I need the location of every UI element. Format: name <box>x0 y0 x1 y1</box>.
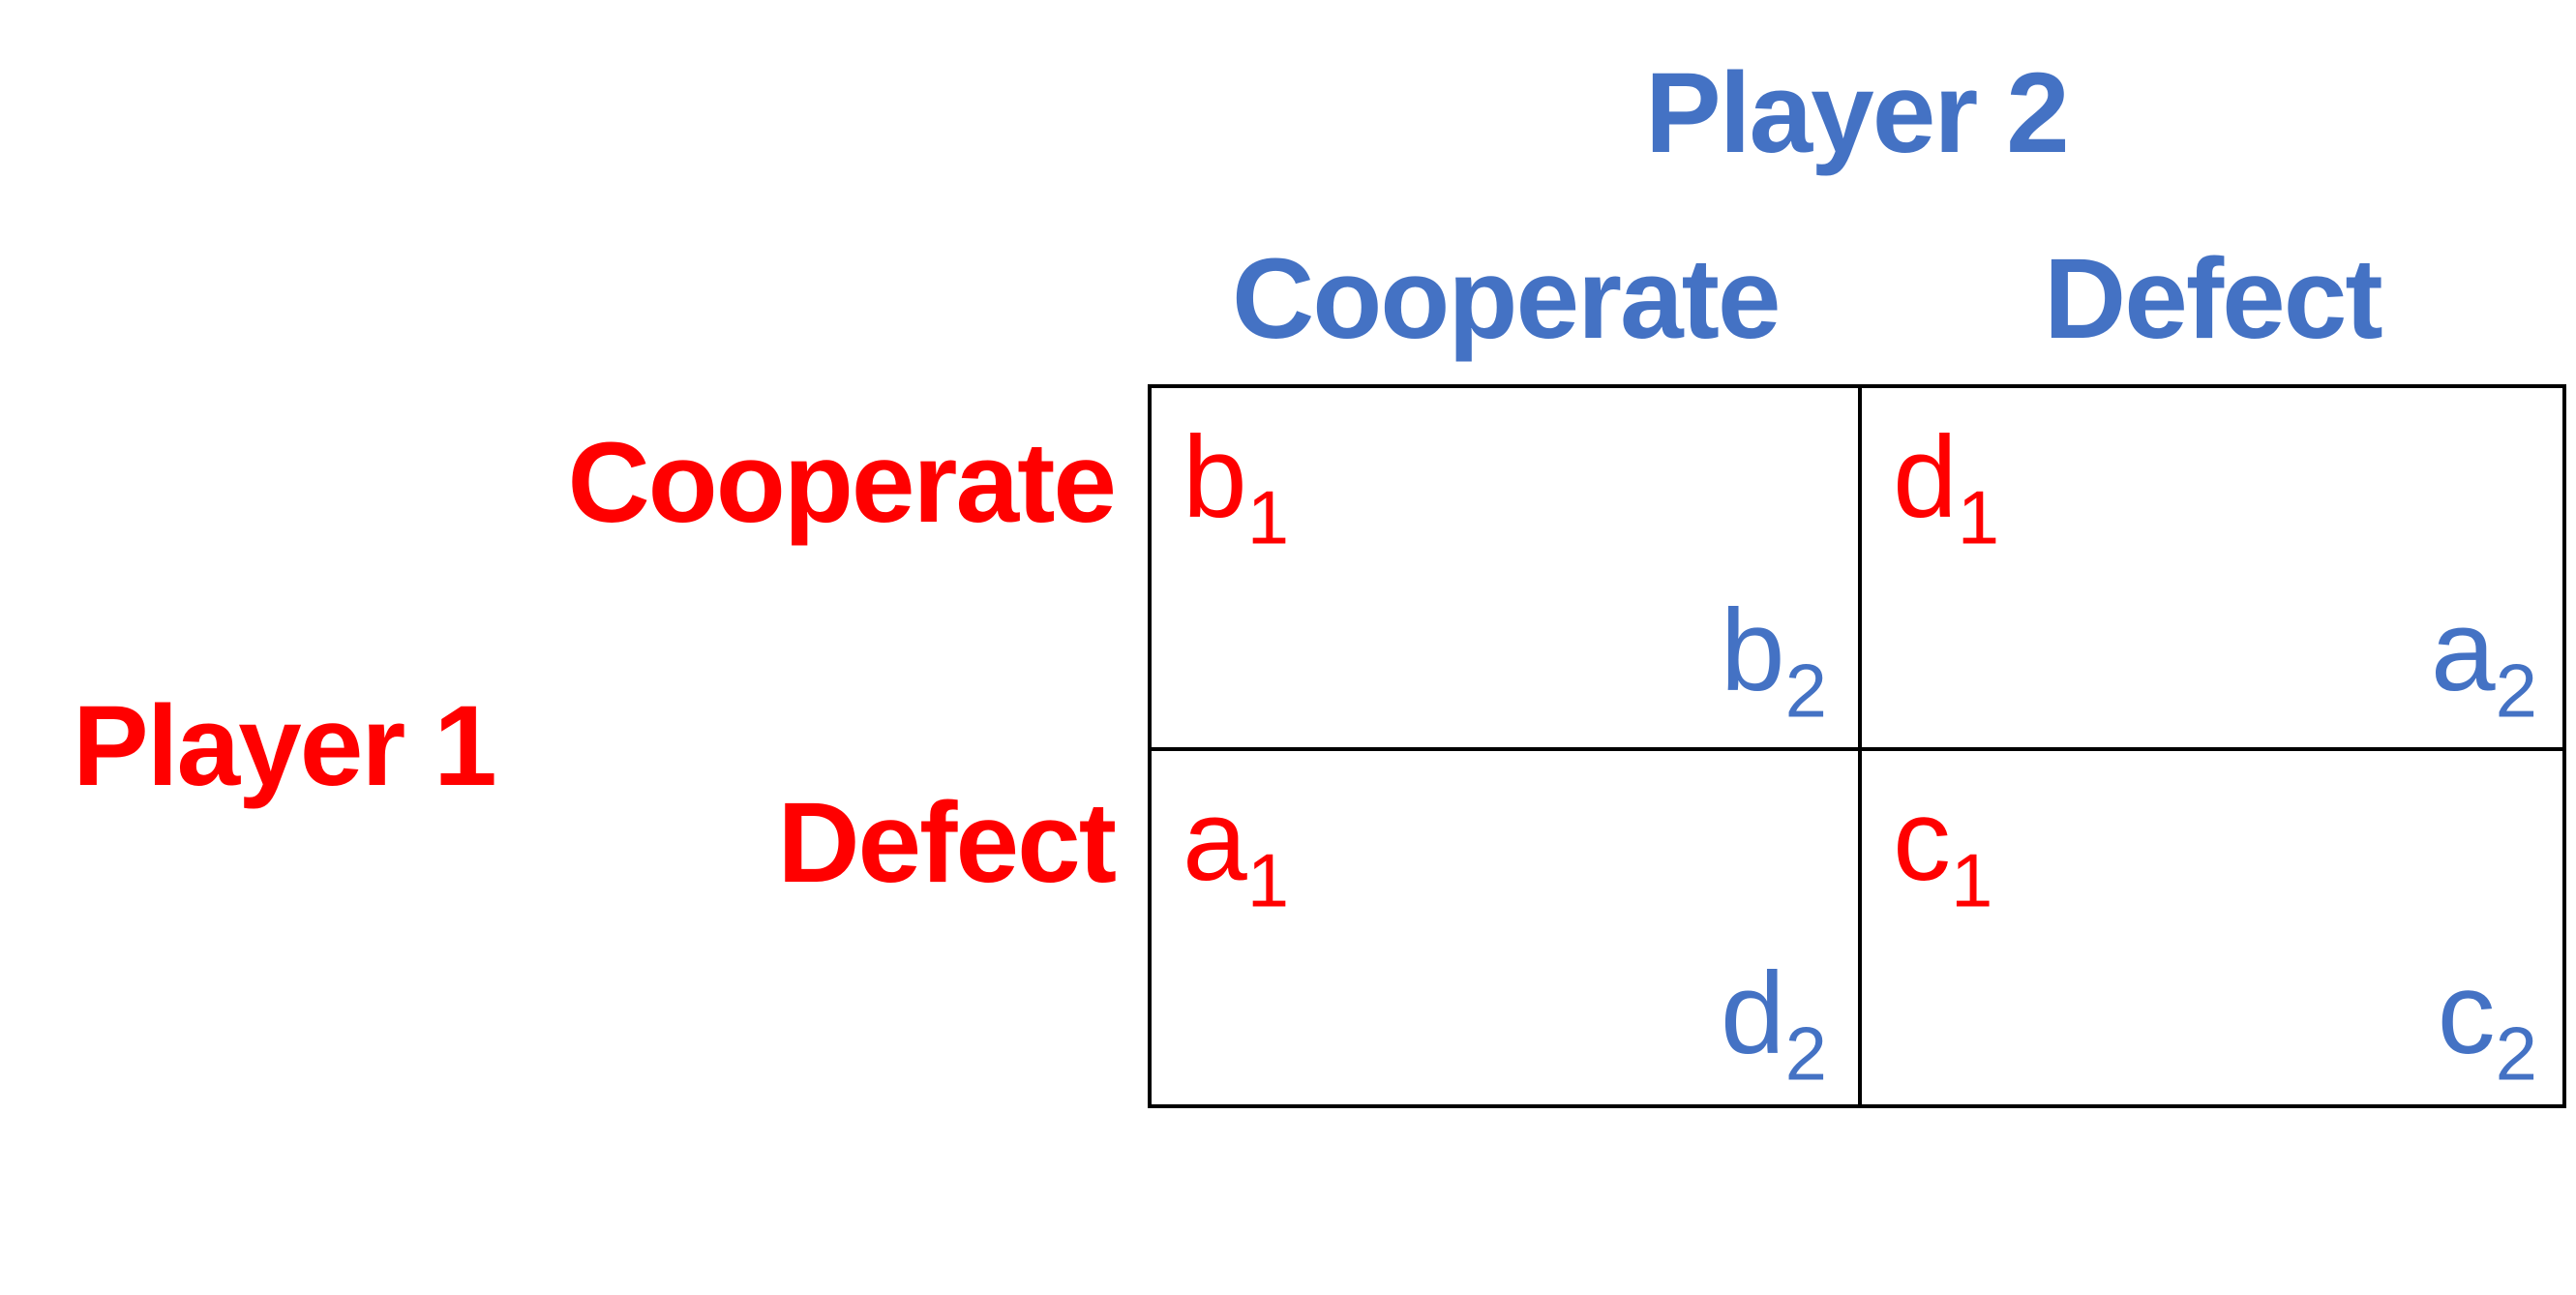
player2-payoff: a2 <box>2430 586 2537 734</box>
cell-cooperate-defect: d1 a2 <box>1862 388 2568 747</box>
player1-payoff: b1 <box>1183 412 1290 560</box>
cell-cooperate-cooperate: b1 b2 <box>1152 388 1858 747</box>
column-header-cooperate: Cooperate <box>1232 235 1782 363</box>
player2-payoff: b2 <box>1720 586 1827 734</box>
matrix-horizontal-divider <box>1152 747 2562 751</box>
player2-title: Player 2 <box>1645 49 2070 177</box>
row-header-cooperate: Cooperate <box>567 419 1117 547</box>
player1-payoff: a1 <box>1183 775 1290 923</box>
column-header-defect: Defect <box>2044 235 2383 363</box>
row-header-defect: Defect <box>777 779 1117 907</box>
player1-title: Player 1 <box>73 682 497 810</box>
player2-payoff: c2 <box>2437 949 2537 1097</box>
payoff-matrix: b1 b2 d1 a2 a1 d2 c1 c2 <box>1148 384 2566 1108</box>
matrix-vertical-divider <box>1858 388 1862 1104</box>
player1-payoff: d1 <box>1893 412 2000 560</box>
player2-payoff: d2 <box>1720 949 1827 1097</box>
cell-defect-cooperate: a1 d2 <box>1152 751 1858 1110</box>
player1-payoff: c1 <box>1893 775 1993 923</box>
cell-defect-defect: c1 c2 <box>1862 751 2568 1110</box>
